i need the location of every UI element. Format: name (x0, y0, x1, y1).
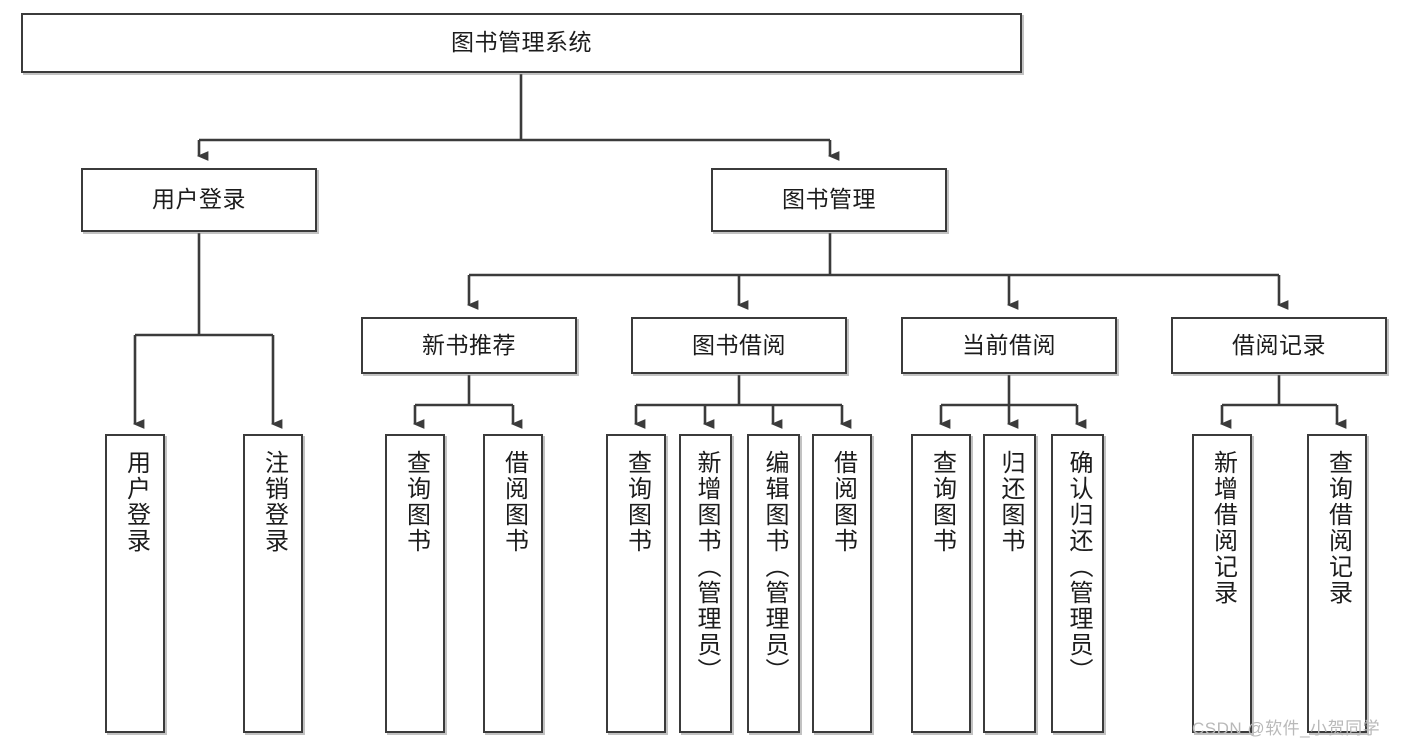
leaf-query-book-1-label: 查询图书 (402, 450, 430, 554)
leaf-confirm-return-label: 确认归还（管理员） (1064, 450, 1092, 684)
leaf-edit-book-label: 编辑图书（管理员） (760, 450, 788, 684)
leaf-query-book-2-label: 查询图书 (623, 450, 651, 554)
node-user-login-label: 用户登录 (152, 186, 246, 213)
leaf-query-record[interactable]: 查询借阅记录 (1307, 434, 1367, 733)
leaf-add-record[interactable]: 新增借阅记录 (1192, 434, 1252, 733)
leaf-borrow-book-2[interactable]: 借阅图书 (812, 434, 872, 733)
leaf-return-book-label: 归还图书 (996, 450, 1024, 554)
leaf-query-book-1[interactable]: 查询图书 (385, 434, 445, 733)
leaf-add-book-label: 新增图书（管理员） (692, 450, 720, 684)
node-root[interactable]: 图书管理系统 (21, 13, 1022, 73)
leaf-confirm-return[interactable]: 确认归还（管理员） (1051, 434, 1104, 733)
node-borrow-record[interactable]: 借阅记录 (1171, 317, 1387, 374)
leaf-query-book-3-label: 查询图书 (928, 450, 956, 554)
leaf-borrow-book-2-label: 借阅图书 (829, 450, 857, 554)
leaf-add-book[interactable]: 新增图书（管理员） (679, 434, 732, 733)
node-new-book-recommend-label: 新书推荐 (422, 331, 516, 358)
node-borrow-record-label: 借阅记录 (1232, 331, 1326, 358)
node-book-management[interactable]: 图书管理 (711, 168, 947, 232)
leaf-add-record-label: 新增借阅记录 (1209, 450, 1237, 606)
leaf-borrow-book-1-label: 借阅图书 (500, 450, 528, 554)
node-root-label: 图书管理系统 (451, 29, 592, 56)
node-book-borrow-label: 图书借阅 (692, 331, 786, 358)
leaf-query-book-3[interactable]: 查询图书 (911, 434, 971, 733)
leaf-logout-login[interactable]: 注销登录 (243, 434, 303, 733)
watermark: CSDN @软件_小贺同学 (1192, 719, 1381, 738)
leaf-borrow-book-1[interactable]: 借阅图书 (483, 434, 543, 733)
leaf-logout-login-label: 注销登录 (260, 450, 288, 554)
node-user-login[interactable]: 用户登录 (81, 168, 317, 232)
leaf-query-record-label: 查询借阅记录 (1324, 450, 1352, 606)
node-book-borrow[interactable]: 图书借阅 (631, 317, 847, 374)
node-current-borrow-label: 当前借阅 (962, 331, 1056, 358)
leaf-edit-book[interactable]: 编辑图书（管理员） (747, 434, 800, 733)
node-book-management-label: 图书管理 (782, 186, 876, 213)
leaf-return-book[interactable]: 归还图书 (983, 434, 1036, 733)
leaf-user-login-label: 用户登录 (122, 450, 150, 554)
leaf-user-login[interactable]: 用户登录 (105, 434, 165, 733)
node-new-book-recommend[interactable]: 新书推荐 (361, 317, 577, 374)
node-current-borrow[interactable]: 当前借阅 (901, 317, 1117, 374)
leaf-query-book-2[interactable]: 查询图书 (606, 434, 666, 733)
